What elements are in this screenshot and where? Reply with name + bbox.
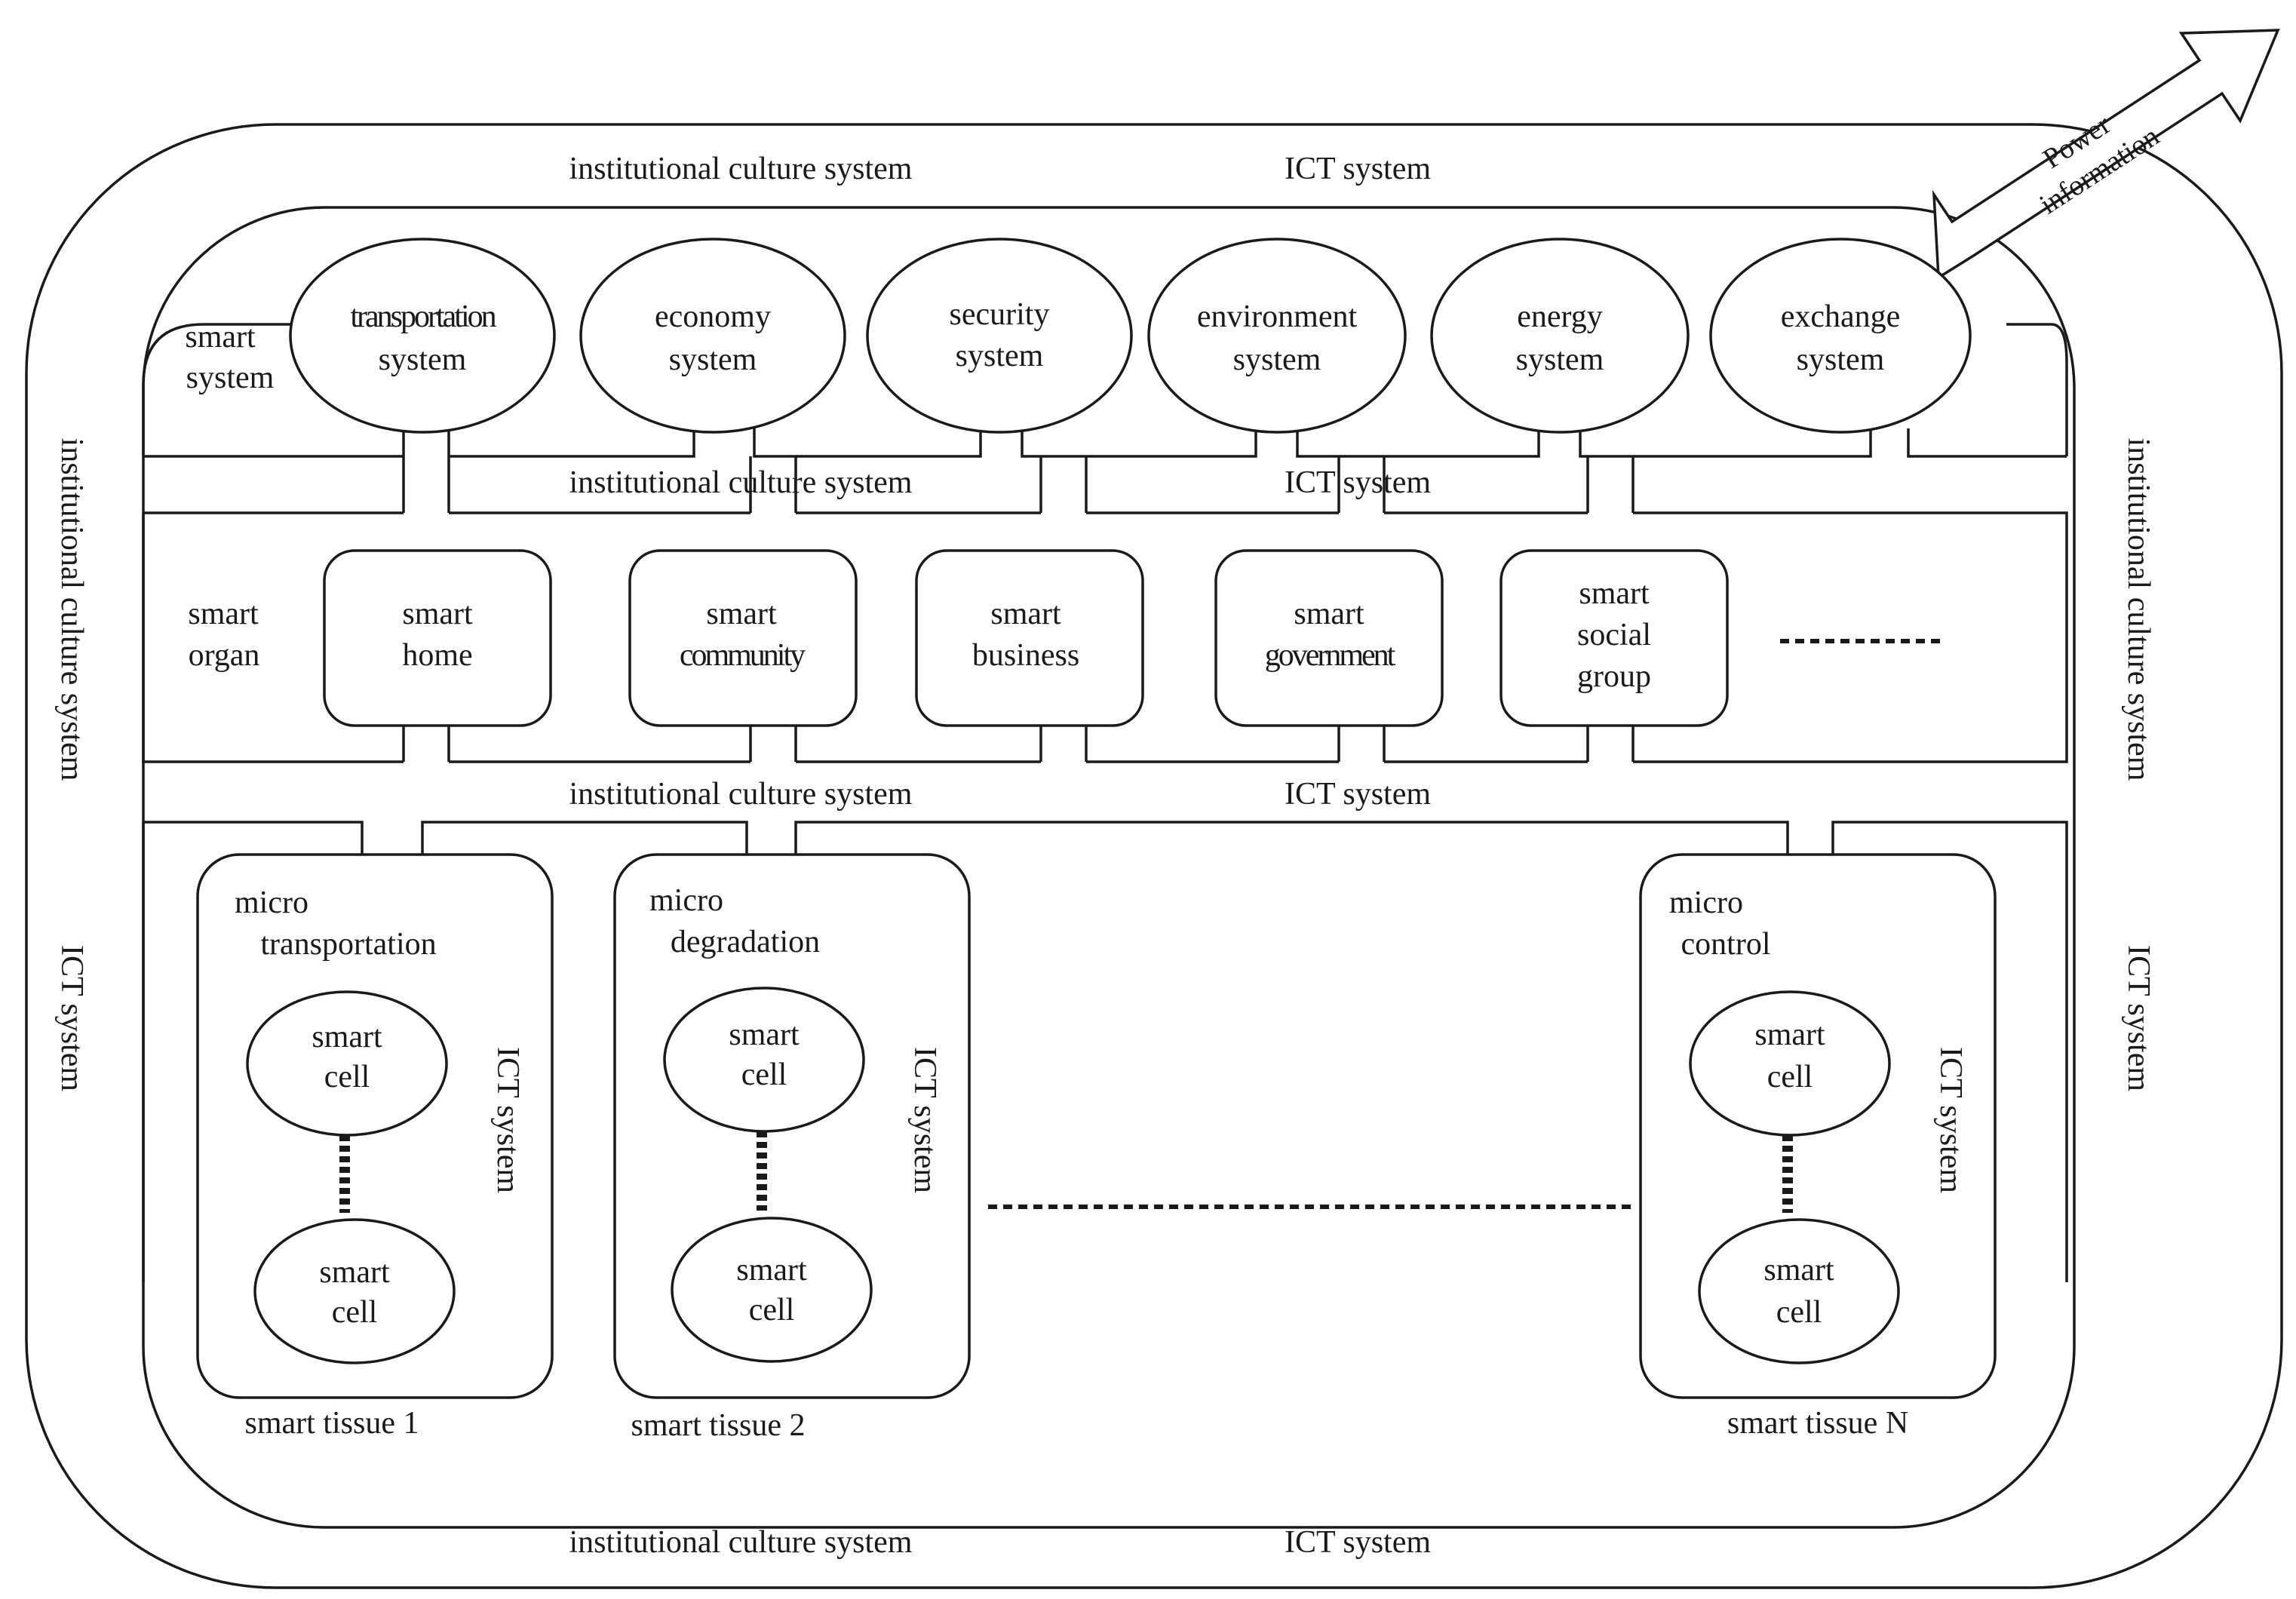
cell-label: smart: [1763, 1253, 1834, 1287]
node-label: smart: [1579, 576, 1650, 611]
exchange-system-node: exchange system: [1709, 238, 1972, 434]
cell-label: smart: [729, 1017, 800, 1052]
node-label: smart: [1294, 597, 1364, 631]
smart-system-label: system: [186, 361, 275, 395]
right-ict-label: ICT system: [2121, 945, 2156, 1091]
smart-business-node: smart business: [915, 549, 1144, 727]
smart-tissue-container: [142, 821, 2068, 1282]
node-label: transportation: [350, 299, 496, 334]
node-label: home: [402, 638, 472, 673]
environment-system-node: environment system: [1147, 238, 1407, 434]
node-label: system: [1233, 342, 1321, 377]
tissue-ict-label: ICT system: [1933, 1047, 1968, 1193]
energy-system-node: energy system: [1430, 238, 1690, 434]
node-label: system: [1516, 342, 1604, 377]
mid2-ict-label: ICT system: [1285, 777, 1431, 812]
tissue-title: micro: [235, 885, 308, 920]
top-institutional-label: institutional culture system: [569, 152, 913, 186]
system-organ-connectors: [402, 456, 1635, 513]
cell-label: cell: [741, 1057, 787, 1092]
smart-organ-label: smart: [188, 597, 259, 631]
left-ict-label: ICT system: [54, 945, 89, 1091]
smart-tissue-n-caption: smart tissue N: [1727, 1406, 1908, 1441]
smart-organ-label: organ: [189, 638, 260, 673]
smart-cell-bottom: [253, 1218, 456, 1364]
node-label: business: [972, 638, 1079, 673]
bottom-ict-label: ICT system: [1285, 1525, 1431, 1560]
node-label: exchange: [1781, 299, 1901, 334]
smart-cell-bottom: [671, 1217, 873, 1363]
mid1-ict-label: ICT system: [1285, 465, 1431, 500]
smart-tissue-1-caption: smart tissue 1: [245, 1406, 419, 1441]
cell-label: cell: [324, 1060, 370, 1094]
node-label: economy: [655, 299, 771, 334]
tissue-title: micro: [1669, 885, 1743, 920]
cell-label: cell: [1776, 1295, 1822, 1330]
node-label: energy: [1517, 299, 1603, 334]
node-label: smart: [402, 597, 473, 631]
node-label: security: [950, 297, 1050, 332]
tissue-title: control: [1681, 927, 1771, 962]
power-information-double-arrow: [1932, 29, 2280, 281]
bottom-institutional-label: institutional culture system: [569, 1525, 913, 1560]
node-label: government: [1265, 638, 1396, 673]
node-label: environment: [1197, 299, 1358, 334]
tissue-title: degradation: [671, 925, 820, 959]
tissue-title: micro: [649, 883, 723, 918]
cell-label: smart: [1754, 1017, 1825, 1052]
node-label: system: [669, 342, 757, 377]
smart-cell-bottom: [1698, 1218, 1900, 1364]
economy-system-node: economy system: [579, 238, 846, 434]
smart-government-node: smart government: [1214, 549, 1444, 727]
node-label: community: [680, 638, 806, 673]
cell-label: smart: [319, 1255, 390, 1290]
node-label: system: [956, 339, 1044, 373]
tissue-ict-label: ICT system: [907, 1047, 942, 1193]
node-label: smart: [990, 597, 1061, 631]
node-label: social: [1577, 618, 1651, 652]
node-label: system: [379, 342, 467, 377]
right-institutional-label: institutional culture system: [2121, 438, 2156, 781]
smart-community-node: smart community: [628, 549, 858, 727]
tissue-title: transportation: [260, 927, 436, 962]
cell-label: cell: [332, 1295, 378, 1330]
tissue-ict-label: ICT system: [490, 1047, 525, 1193]
smart-home-node: smart home: [323, 549, 552, 727]
cell-label: smart: [312, 1020, 382, 1054]
mid2-institutional-label: institutional culture system: [569, 777, 913, 812]
node-label: system: [1797, 342, 1885, 377]
smart-tissue-1: micro transportation ICT system smart ce…: [196, 853, 554, 1399]
smart-social-group-node: smart social group: [1499, 549, 1729, 727]
cell-label: smart: [736, 1253, 807, 1287]
transportation-system-node: transportation system: [289, 238, 556, 434]
top-ict-label: ICT system: [1285, 152, 1431, 186]
node-label: group: [1577, 659, 1651, 694]
smart-organ-container: [142, 511, 2068, 763]
smart-system-label: smart: [185, 320, 256, 354]
security-system-node: security system: [866, 238, 1133, 434]
cell-label: cell: [749, 1293, 795, 1327]
outer-system-frame: [25, 123, 2283, 1589]
left-institutional-label: institutional culture system: [54, 438, 89, 781]
smart-tissue-2-caption: smart tissue 2: [631, 1408, 806, 1443]
mid1-institutional-label: institutional culture system: [569, 465, 913, 500]
smart-tissue-2: micro degradation ICT system smart cell …: [613, 853, 971, 1399]
smart-tissue-n: micro control ICT system smart cell smar…: [1639, 853, 1997, 1399]
node-label: smart: [706, 597, 777, 631]
organ-tissue-connectors: [402, 724, 1635, 762]
cell-label: cell: [1767, 1060, 1813, 1094]
